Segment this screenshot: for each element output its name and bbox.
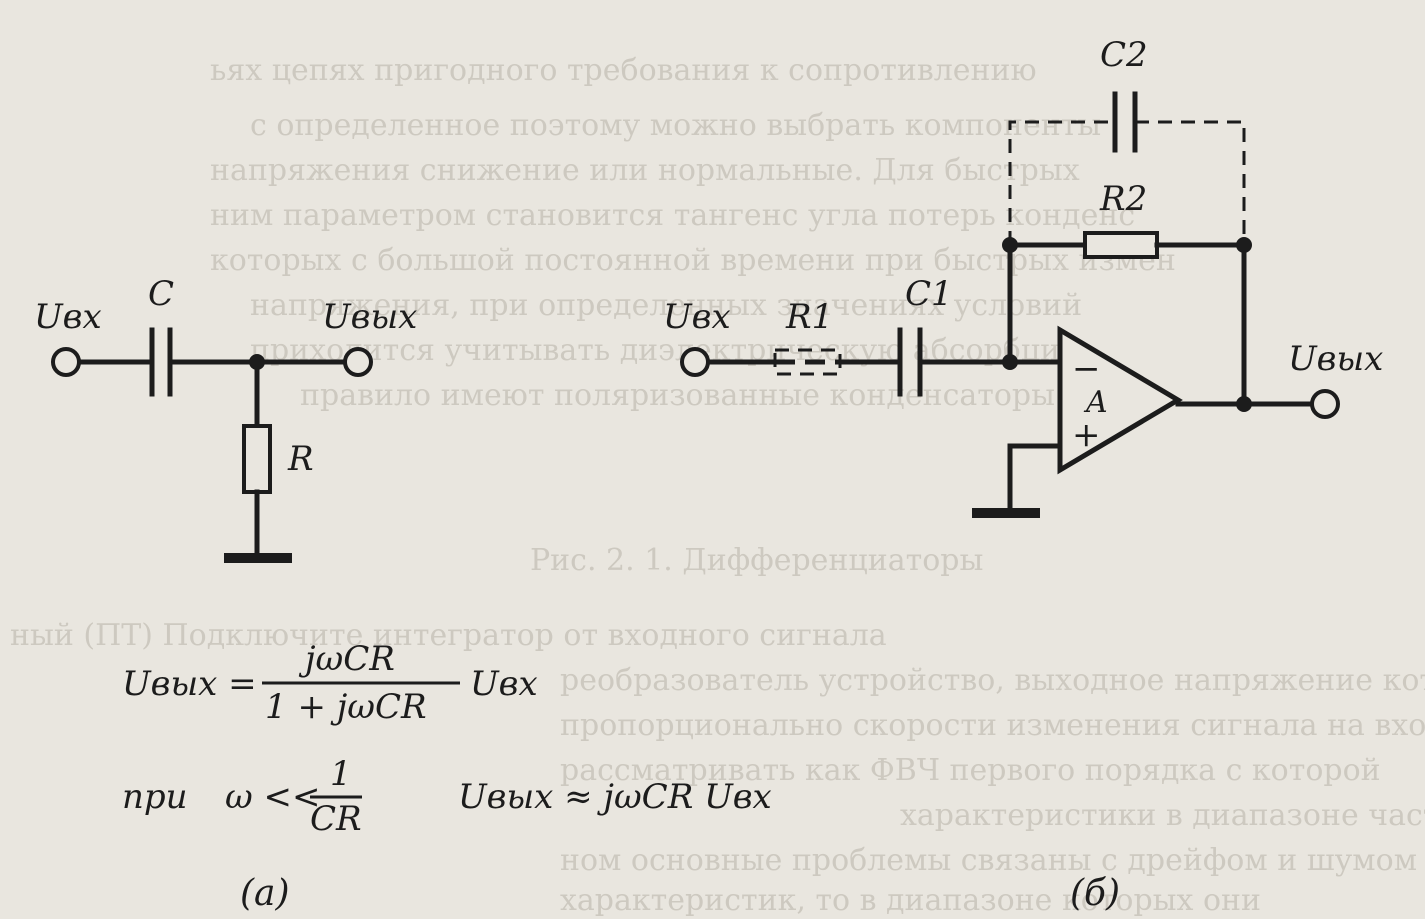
label-amplifier: A [1083,385,1108,420]
label-resistor-r: R [287,439,314,479]
bg-line-1: с определенное поэтому можно выбрать ком… [250,108,1101,143]
caption-a: (а) [240,873,290,914]
formula-transfer: Uвых = jωCR 1 + jωCR Uвх [122,639,538,727]
label-capacitor-c2: C2 [1100,35,1148,75]
terminal-a-input [51,347,81,377]
formula1-lhs: Uвых = [122,664,257,704]
bg-line-7: правило имеют поляризованные конденсатор… [300,378,1055,413]
bg-line-0: ьях цепях пригодного требования к сопрот… [210,53,1037,88]
resistor-r2 [1083,231,1159,259]
formula2-result: Uвых ≈ jωCR Uвх [458,777,772,817]
label-resistor-r2: R2 [1099,179,1147,219]
formula2-condition: ω << [225,777,321,817]
circuit-a: Uвх C Uвых R [34,274,417,563]
bg-line-13: характеристики в диапазоне частот ниже [900,798,1425,833]
terminal-b-output [1310,389,1340,419]
label-capacitor-c: C [148,274,174,314]
formula2-frac-den: CR [310,799,362,839]
label-resistor-r1: R1 [785,297,833,337]
bg-line-14: ном основные проблемы связаны с дрейфом … [560,843,1417,878]
resistor-r [242,424,272,494]
bg-line-4: которых с большой постоянной времени при… [210,243,1176,278]
bg-line-9: ный (ПТ) Подключите интегратор от входно… [10,618,887,653]
wire-c2-right-dashed [1135,120,1246,245]
label-b-output: Uвых [1288,339,1383,379]
label-b-input: Uвх [663,297,731,337]
bg-line-8: Рис. 2. 1. Дифференциаторы [530,543,983,578]
formula1-rhs: Uвх [470,664,538,704]
terminal-b-input [680,347,710,377]
bg-line-3: ним параметром становится тангенс угла п… [210,198,1135,233]
bg-line-2: напряжения снижение или нормальные. Для … [210,153,1080,188]
wire-c2-left-dashed [1008,120,1115,245]
caption-b: (б) [1070,873,1120,914]
formula2-frac-num: 1 [330,754,352,794]
formula-approximation: при ω << 1 CR Uвых ≈ jωCR Uвх [122,754,772,839]
formula1-numerator: jωCR [298,639,395,679]
bg-line-5: напряжения, при определенных значениях у… [250,288,1082,323]
bg-line-11: пропорционально скорости изменения сигна… [560,708,1425,743]
junction-b-output [1236,396,1252,412]
label-plus-input: + [1072,415,1101,455]
label-capacitor-c1: C1 [905,274,953,314]
bg-line-15: характеристик, то в диапазоне которых он… [560,883,1261,918]
formula1-denominator: 1 + jωCR [265,687,427,727]
op-amp-triangle [1057,325,1183,475]
circuit-b: Uвх R1 C1 C2 R2 A − + Uвых [663,35,1383,518]
terminal-a-output [343,347,373,377]
label-minus-input: − [1072,349,1101,389]
background-bleed-text: ьях цепях пригодного требования к сопрот… [10,53,1425,918]
wire-noninverting-ground [1007,443,1063,513]
bg-line-12: рассматривать как ФВЧ первого порядка с … [560,753,1381,788]
label-a-output: Uвых [322,297,417,337]
label-a-input: Uвх [34,297,102,337]
formula2-prefix: при [122,777,188,817]
bg-line-10: реобразователь устройство, выходное напр… [560,663,1425,698]
